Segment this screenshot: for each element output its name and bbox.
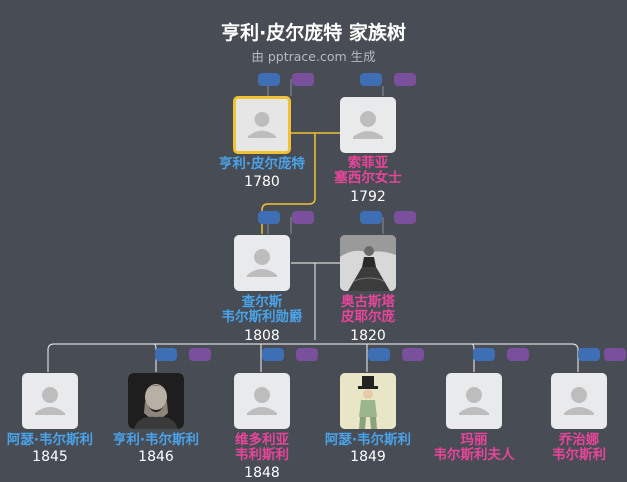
tag-purple[interactable] [507, 348, 529, 361]
tag-purple[interactable] [604, 348, 626, 361]
person-year-p2: 1792 [350, 189, 386, 205]
person-name-c6[interactable]: 乔治娜 韦尔斯利 [552, 432, 606, 463]
person-year-p1: 1780 [244, 174, 280, 190]
tag-blue[interactable] [155, 348, 177, 361]
tag-purple[interactable] [292, 73, 314, 86]
tag-purple[interactable] [394, 211, 416, 224]
person-placeholder-icon [248, 112, 276, 138]
person-placeholder-icon [247, 387, 277, 415]
tag-purple[interactable] [292, 211, 314, 224]
person-year-c1: 1845 [32, 449, 68, 465]
person-name-p1[interactable]: 亨利·皮尔庞特 [218, 156, 306, 172]
person-card-c6[interactable] [551, 373, 607, 429]
person-placeholder-icon [564, 387, 594, 415]
tag-stem [267, 217, 292, 234]
tag-blue[interactable] [360, 211, 382, 224]
person-name-c5[interactable]: 玛丽 韦尔斯利夫人 [433, 432, 515, 463]
person-card-c5[interactable] [446, 373, 502, 429]
tag-purple[interactable] [296, 348, 318, 361]
person-card-p3[interactable] [234, 235, 290, 291]
tag-purple[interactable] [189, 348, 211, 361]
top-hat-caricature-icon [340, 373, 396, 429]
person-name-c4[interactable]: 阿瑟·韦尔斯利 [324, 432, 412, 448]
descent-line [261, 133, 316, 234]
person-card-c1[interactable] [22, 373, 78, 429]
person-card-c3[interactable] [234, 373, 290, 429]
bearded-man-portrait-icon [128, 373, 184, 429]
tag-purple[interactable] [394, 73, 416, 86]
tag-blue[interactable] [360, 73, 382, 86]
person-name-p2[interactable]: 索菲亚 塞西尔女士 [334, 155, 402, 186]
page-title: 亨利·皮尔庞特 家族树 [221, 22, 406, 44]
tag-purple[interactable] [402, 348, 424, 361]
person-name-p4[interactable]: 奥古斯塔 皮耶尔庞 [341, 294, 395, 325]
person-placeholder-icon [459, 387, 489, 415]
person-year-c2: 1846 [138, 449, 174, 465]
person-name-p3[interactable]: 查尔斯 韦尔斯利勋爵 [221, 294, 303, 325]
person-card-c2[interactable] [128, 373, 184, 429]
person-name-c3[interactable]: 维多利亚 韦利斯利 [235, 432, 289, 463]
person-name-c2[interactable]: 亨利·韦尔斯利 [112, 432, 200, 448]
person-year-p3: 1808 [244, 328, 280, 344]
person-year-c3: 1848 [244, 465, 280, 481]
tag-blue[interactable] [258, 73, 280, 86]
tag-blue[interactable] [258, 211, 280, 224]
tag-blue[interactable] [368, 348, 390, 361]
person-year-p4: 1820 [350, 328, 386, 344]
person-year-c4: 1849 [350, 449, 386, 465]
person-card-c4[interactable] [340, 373, 396, 429]
victorian-lady-portrait-icon [340, 235, 396, 291]
person-name-c1[interactable]: 阿瑟·韦尔斯利 [6, 432, 94, 448]
person-card-p4[interactable] [340, 235, 396, 291]
tag-blue[interactable] [262, 348, 284, 361]
person-card-p1[interactable] [233, 96, 291, 154]
tag-stem [267, 79, 292, 96]
person-placeholder-icon [35, 387, 65, 415]
person-placeholder-icon [353, 111, 383, 139]
person-card-p2[interactable] [340, 97, 396, 153]
page-subtitle: 由 pptrace.com 生成 [251, 49, 376, 64]
children-branch [47, 343, 579, 372]
tag-blue[interactable] [578, 348, 600, 361]
person-placeholder-icon [247, 249, 277, 277]
tag-blue[interactable] [473, 348, 495, 361]
